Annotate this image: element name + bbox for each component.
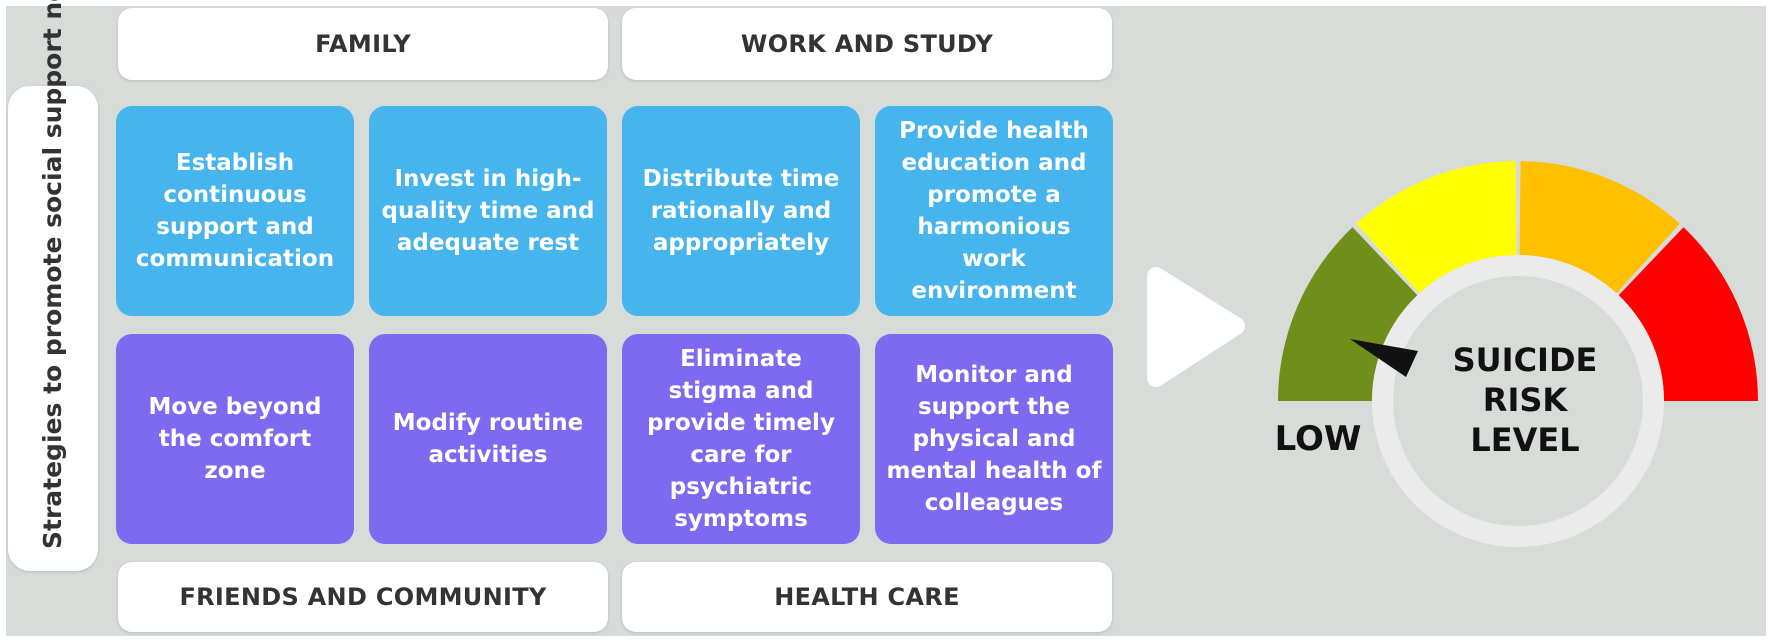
- gauge-low-label: LOW: [1275, 419, 1362, 459]
- gauge-inner-circle: [1393, 276, 1643, 526]
- card-comfort-zone: Move beyond the comfort zone: [116, 334, 354, 544]
- gauge-segment-orange: [1519, 161, 1680, 294]
- gauge-center-line1: SUICIDE: [1453, 341, 1598, 379]
- card-quality-time: Invest in high-quality time and adequate…: [369, 106, 607, 316]
- card-distribute-time: Distribute time rationally and appropria…: [622, 106, 860, 316]
- card-routine-activities: Modify routine activities: [369, 334, 607, 544]
- risk-gauge: SUICIDE RISK LEVEL LOW: [1147, 161, 1758, 547]
- gauge-center-line3: LEVEL: [1470, 421, 1579, 459]
- diagram-canvas: FAMILY WORK AND STUDY Strategies to prom…: [6, 0, 1766, 636]
- gauge-needle-icon: [1350, 339, 1418, 377]
- card-eliminate-stigma: Eliminate stigma and provide timely care…: [622, 334, 860, 544]
- gauge-segment-red: [1618, 227, 1758, 401]
- side-label-box: Strategies to promote social support net…: [8, 0, 98, 571]
- header-friends-community: FRIENDS AND COMMUNITY: [118, 562, 608, 632]
- arrow-right-icon: [1147, 267, 1245, 387]
- card-continuous-support: Establish continuous support and communi…: [116, 106, 354, 316]
- header-family: FAMILY: [118, 8, 608, 80]
- card-health-education: Provide health education and promote a h…: [875, 106, 1113, 316]
- card-monitor-colleagues: Monitor and support the physical and men…: [875, 334, 1113, 544]
- gauge-segment-yellow: [1356, 161, 1517, 294]
- gauge-segment-green: [1278, 227, 1418, 401]
- header-health-care: HEALTH CARE: [622, 562, 1112, 632]
- header-work-study: WORK AND STUDY: [622, 8, 1112, 80]
- gauge-center-line2: RISK: [1483, 381, 1569, 419]
